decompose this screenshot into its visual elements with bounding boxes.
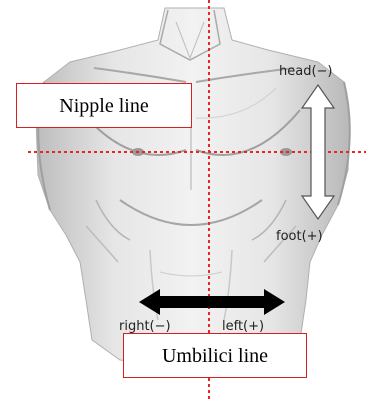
left-direction-label: left(+) <box>222 320 264 333</box>
torso-body <box>36 8 350 368</box>
nipple-line-label: Nipple line <box>16 83 192 128</box>
umbilici-line-label: Umbilici line <box>123 333 307 378</box>
head-direction-label: head(−) <box>279 65 333 78</box>
right-direction-label: right(−) <box>119 320 171 333</box>
foot-direction-label: foot(+) <box>276 230 323 243</box>
